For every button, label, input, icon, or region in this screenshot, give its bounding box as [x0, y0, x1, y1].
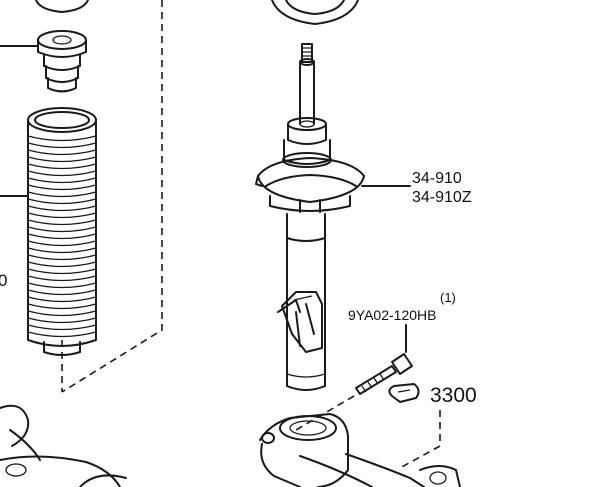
strut-part-number: 34-910 — [412, 170, 462, 187]
boot-rib — [27, 331, 97, 338]
upper-mount-fragment — [35, 0, 89, 13]
boot-rib — [27, 156, 97, 163]
strut-assembly — [255, 43, 365, 391]
bolt-quantity: (1) — [440, 290, 456, 305]
boot-rib — [27, 240, 97, 247]
boot-rib — [27, 247, 97, 254]
boot-rib — [27, 212, 97, 219]
dust-boot — [27, 107, 97, 356]
bump-stop — [37, 30, 87, 93]
boot-rib — [27, 261, 97, 268]
lower-left-fragment — [0, 404, 127, 487]
boot-rib — [27, 170, 97, 177]
strut-part-number-alt: 34-910Z — [412, 189, 472, 206]
boot-rib — [27, 226, 97, 233]
boot-rib — [27, 205, 97, 212]
bolt — [355, 353, 413, 395]
boot-rib — [27, 275, 97, 282]
knuckle-ref-icon — [388, 383, 420, 403]
boot-rib — [27, 163, 97, 170]
bolt-part-number: 9YA02-120HB — [348, 307, 436, 323]
steering-knuckle — [259, 413, 461, 487]
knuckle-ref-number: 3300 — [430, 384, 477, 407]
boot-rib — [27, 268, 97, 275]
boot-rib — [27, 184, 97, 191]
boot-rib — [27, 324, 97, 331]
boot-rib — [27, 191, 97, 198]
boot-rib — [27, 282, 97, 289]
boot-rib — [27, 233, 97, 240]
boot-rib — [27, 198, 97, 205]
boot-rib — [27, 317, 97, 324]
upper-spring-seat — [271, 0, 359, 25]
knuckle-dashed-guide — [399, 410, 441, 469]
left-dashed-guide — [61, 0, 163, 393]
boot-rib — [27, 142, 97, 149]
boot-rib — [27, 135, 97, 142]
boot-rib — [27, 310, 97, 317]
boot-rib — [27, 296, 97, 303]
left-partial-label: 0 — [0, 271, 7, 290]
boot-rib — [27, 219, 97, 226]
boot-rib — [27, 149, 97, 156]
boot-rib — [27, 177, 97, 184]
boot-rib — [27, 303, 97, 310]
boot-rib — [27, 289, 97, 296]
boot-rib — [27, 254, 97, 261]
